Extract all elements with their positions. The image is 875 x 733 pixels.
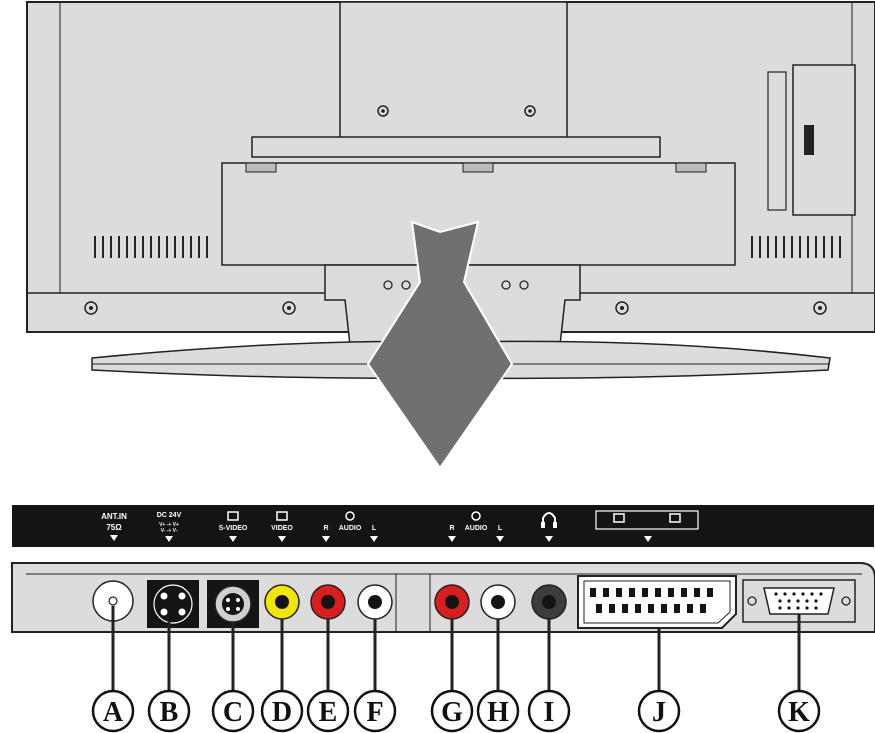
hdmi-side-panel <box>792 64 856 216</box>
audio-in-l-socket[interactable] <box>357 584 393 620</box>
svideo-input-icon <box>227 511 239 521</box>
callout-d: D <box>260 689 304 733</box>
dc-24v-socket[interactable] <box>147 580 199 628</box>
callout-letter: E <box>319 697 338 728</box>
callout-letter: F <box>366 697 383 728</box>
callout-i: I <box>527 689 571 733</box>
callout-circle <box>637 689 681 733</box>
audio-in-label: AUDIO <box>339 525 362 532</box>
callout-letter: K <box>788 697 810 728</box>
video-input-icon <box>276 511 288 521</box>
callout-letter: D <box>272 697 292 728</box>
callout-circle <box>306 689 350 733</box>
callout-letter: H <box>487 697 509 728</box>
callout-circle <box>147 689 191 733</box>
callout-lines <box>111 606 801 695</box>
audio-out-r-socket[interactable] <box>434 584 470 620</box>
audio-out-l-label: L <box>498 525 503 532</box>
dc24v-label: DC 24V <box>157 512 182 519</box>
headphone-icon <box>542 512 556 526</box>
svideo-label: S-VIDEO <box>219 525 248 532</box>
tv-rear-view <box>26 1 875 470</box>
wall-mount-plate <box>339 1 568 155</box>
audio-in-r-label: R <box>323 525 328 532</box>
ant-ohm-label: 75Ω <box>106 523 122 532</box>
audio-in-r-socket[interactable] <box>310 584 346 620</box>
bottom-screws <box>84 301 827 315</box>
connector-cover <box>221 162 736 266</box>
headphone-socket[interactable] <box>531 584 567 620</box>
hdmi-icon <box>804 125 814 155</box>
audio-out-label: AUDIO <box>465 525 488 532</box>
callout-k: K <box>777 689 821 733</box>
callout-letter: J <box>652 697 666 728</box>
audio-out-r-label: R <box>449 525 454 532</box>
audio-in-icon <box>345 511 355 521</box>
svg-text:V+ -+ V+: V+ -+ V+ <box>159 522 179 528</box>
right-vent <box>751 236 841 258</box>
connector-panel <box>11 562 875 633</box>
callout-circle <box>353 689 397 733</box>
video-label: VIDEO <box>271 525 293 532</box>
callout-e: E <box>306 689 350 733</box>
left-vent <box>94 236 208 258</box>
callout-b: B <box>147 689 191 733</box>
callout-circle <box>260 689 304 733</box>
callout-circle <box>91 689 135 733</box>
callout-j: J <box>637 689 681 733</box>
callout-a: A <box>91 689 135 733</box>
svg-text:V- -+ V-: V- -+ V- <box>161 528 178 534</box>
audio-in-l-label: L <box>372 525 377 532</box>
callout-h: H <box>476 689 520 733</box>
down-arrow <box>366 220 514 470</box>
callout-circle <box>211 689 255 733</box>
callout-g: G <box>430 689 474 733</box>
callout-letter: C <box>223 697 243 728</box>
callout-letter: A <box>103 697 124 728</box>
callout-circle <box>476 689 520 733</box>
callout-letter: I <box>544 697 555 728</box>
ant-in-label: ANT.IN <box>101 512 127 521</box>
connector-label-bar: ANT.IN 75Ω DC 24V V+ -+ V+ V- -+ V- S-VI… <box>12 505 874 547</box>
callout-f: F <box>353 689 397 733</box>
audio-out-icon <box>471 511 481 521</box>
audio-out-l-socket[interactable] <box>480 584 516 620</box>
callout-circle <box>527 689 571 733</box>
scart-socket[interactable] <box>577 575 737 629</box>
callout-circle <box>430 689 474 733</box>
callout-c: C <box>211 689 255 733</box>
video-socket[interactable] <box>264 584 300 620</box>
callout-circle <box>777 689 821 733</box>
callout-letter: G <box>441 697 463 728</box>
s-video-socket[interactable] <box>207 580 259 628</box>
callout-letter: B <box>160 697 179 728</box>
